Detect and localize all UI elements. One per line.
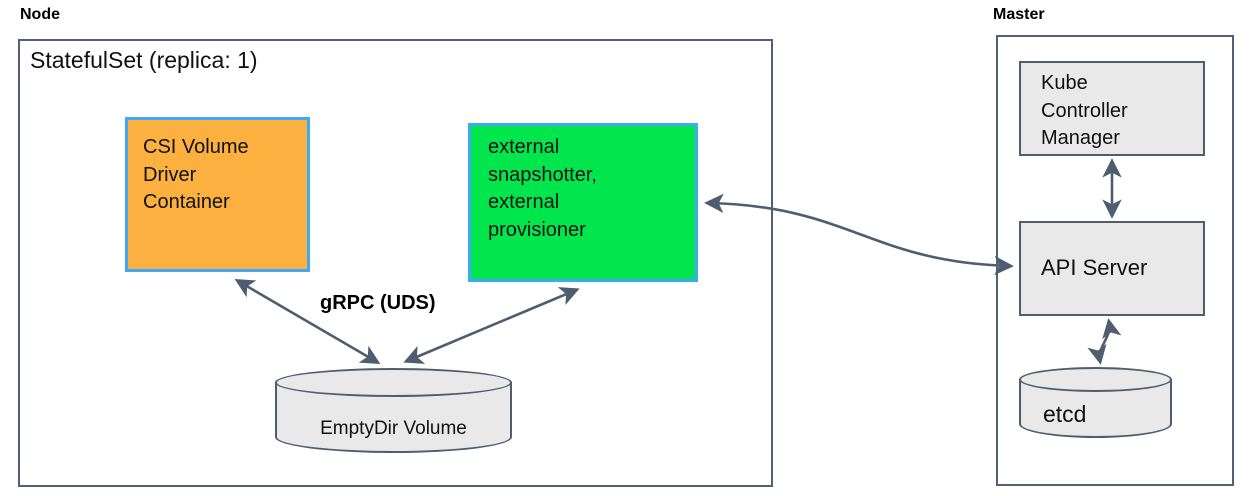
etcd-label: etcd [1043,401,1087,427]
master-group-label: Master [993,6,1045,23]
grpc-uds-edge-label: gRPC (UDS) [320,292,436,314]
emptydir-volume-label: EmptyDir Volume [320,418,467,439]
cylinder-top-ellipse [1019,367,1172,392]
etcd-cylinder: etcd [1019,367,1172,438]
statefulset-title: StatefulSet (replica: 1) [30,47,258,73]
emptydir-volume-cylinder: EmptyDir Volume [275,368,512,453]
kube-controller-manager-box: Kube Controller Manager [1019,61,1205,156]
external-snapshotter-provisioner-box: external snapshotter, external provision… [468,123,698,282]
cylinder-top-ellipse [275,368,512,397]
csi-volume-driver-container-box: CSI Volume Driver Container [125,117,310,272]
api-server-box: API Server [1019,221,1205,316]
node-group-label: Node [20,6,60,23]
